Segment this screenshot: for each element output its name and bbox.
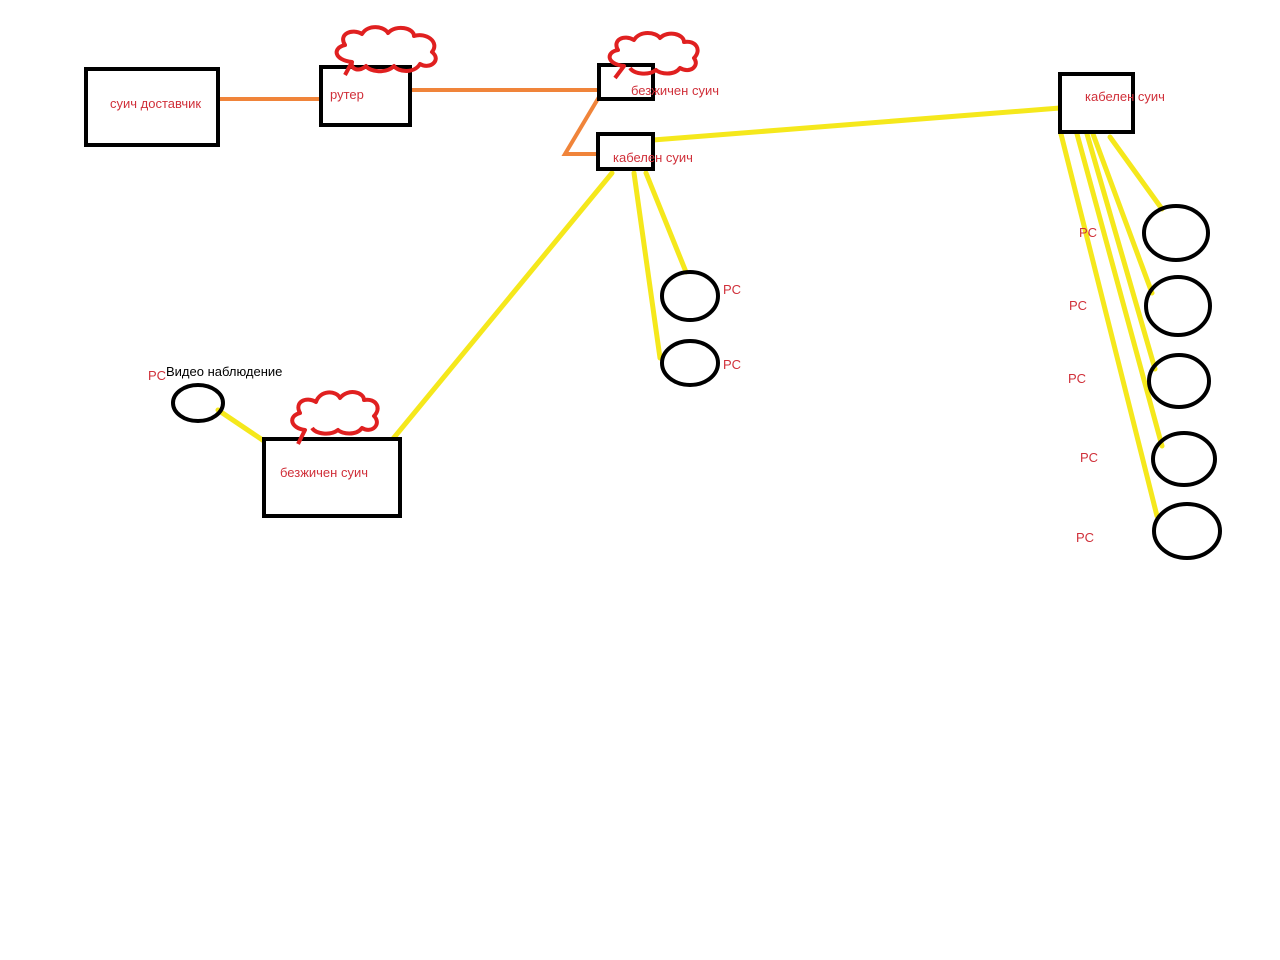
link-cable-pc (643, 170, 689, 275)
wireless-switch-bottom-box (262, 437, 402, 518)
pc-label: PC (723, 282, 741, 297)
link-cable-cable-right (650, 105, 1063, 143)
wireless-cloud-icon (290, 390, 380, 445)
pc-circle (1152, 502, 1222, 560)
pc-label: PC (1069, 298, 1087, 313)
pc-label: PC (1068, 371, 1086, 386)
pc-circle (1151, 431, 1217, 487)
pc-circle (1142, 204, 1210, 262)
link-cable-wireless-bottom (389, 170, 615, 443)
camera-pc-circle (171, 383, 225, 423)
provider-switch-box (84, 67, 220, 147)
router-box (319, 65, 412, 127)
pc-circle (660, 339, 720, 387)
link-right-pc (1058, 131, 1160, 519)
pc-circle (660, 270, 720, 322)
pc-label: PC (148, 368, 166, 383)
link-cable-pc (631, 170, 663, 361)
link-right-pc (1074, 131, 1165, 449)
video-surveillance-label: Видео наблюдение (166, 364, 282, 379)
provider-switch-label: суич доставчик (110, 96, 201, 111)
pc-label: PC (723, 357, 741, 372)
wireless-switch-bottom-label: безжичен суич (280, 465, 368, 480)
link-camera (215, 407, 267, 444)
pc-circle (1144, 275, 1212, 337)
link-wireless-cable (561, 95, 601, 156)
wireless-cloud-icon (607, 31, 700, 80)
link-right-pc (1090, 131, 1155, 296)
cable-switch-right-box (1058, 72, 1135, 134)
wireless-switch-box (597, 63, 655, 101)
cable-switch-label: кабелен суич (613, 150, 693, 165)
link-right-pc (1084, 131, 1158, 372)
router-label: рутер (330, 87, 364, 102)
wireless-switch-label: безжичен суич (631, 83, 719, 98)
cable-switch-box (596, 132, 655, 171)
pc-label: PC (1079, 225, 1097, 240)
pc-circle (1147, 353, 1211, 409)
link-right-pc (1107, 134, 1165, 212)
pc-label: PC (1076, 530, 1094, 545)
pc-label: PC (1080, 450, 1098, 465)
wireless-cloud-icon (334, 25, 438, 76)
cable-switch-right-label: кабелен суич (1085, 89, 1165, 104)
